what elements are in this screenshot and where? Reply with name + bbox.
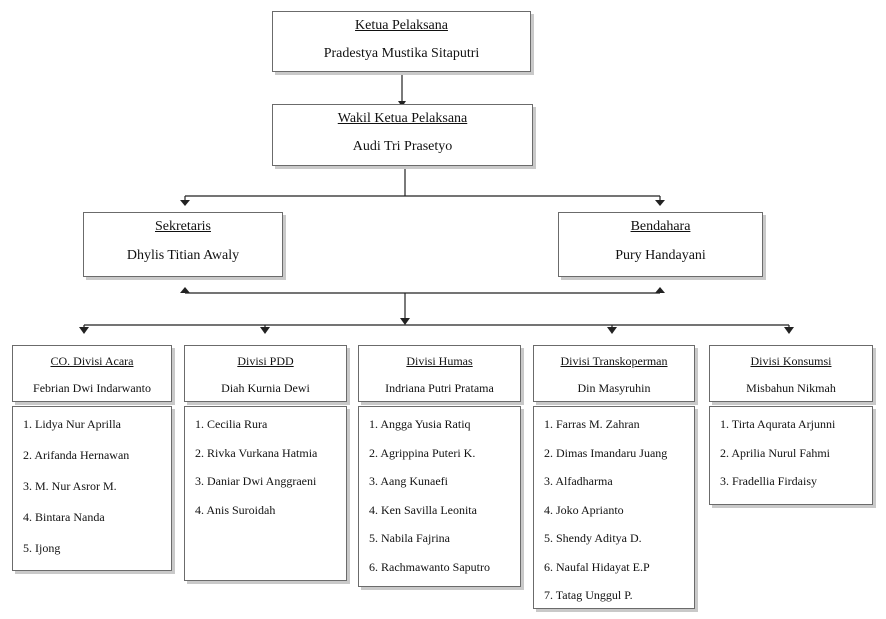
division-konsumsi-members: 1. Tirta Aqurata Arjunni 2. Aprilia Nuru… <box>709 406 873 505</box>
division-pdd-box: Divisi PDD Diah Kurnia Dewi <box>184 345 347 402</box>
division-acara-box: CO. Divisi Acara Febrian Dwi Indarwanto <box>12 345 172 402</box>
member-item: 3. Alfadharma <box>544 474 613 488</box>
member-item: 2. Arifanda Hernawan <box>23 448 130 462</box>
member-item: 2. Aprilia Nurul Fahmi <box>720 446 830 460</box>
arrow-head <box>180 287 190 293</box>
member-item: 1. Angga Yusia Ratiq <box>369 417 471 431</box>
division-title: Divisi PDD <box>237 354 294 368</box>
member-item: 1. Lidya Nur Aprilla <box>23 417 121 431</box>
division-title: Divisi Konsumsi <box>750 354 832 368</box>
ketua-box: Ketua Pelaksana Pradestya Mustika Sitapu… <box>272 11 531 72</box>
member-item: 3. M. Nur Asror M. <box>23 479 117 493</box>
member-item: 5. Ijong <box>23 541 61 555</box>
division-title: Divisi Humas <box>406 354 473 368</box>
sekretaris-name: Dhylis Titian Awaly <box>126 248 240 263</box>
division-acara-members: 1. Lidya Nur Aprilla 2. Arifanda Hernawa… <box>12 406 172 571</box>
division-head: Misbahun Nikmah <box>746 381 836 395</box>
arrow-head <box>79 327 89 334</box>
member-item: 3. Fradellia Firdaisy <box>720 474 817 488</box>
member-item: 4. Joko Aprianto <box>544 503 624 517</box>
arrow-head <box>784 327 794 334</box>
member-item: 6. Naufal Hidayat E.P <box>544 560 650 574</box>
member-item: 4. Bintara Nanda <box>23 510 105 524</box>
member-item: 1. Farras M. Zahran <box>544 417 640 431</box>
wakil-name: Audi Tri Prasetyo <box>352 139 453 154</box>
arrow-head <box>655 200 665 206</box>
division-humas-members: 1. Angga Yusia Ratiq 2. Agrippina Puteri… <box>358 406 521 587</box>
division-head: Febrian Dwi Indarwanto <box>33 381 151 395</box>
member-item: 5. Nabila Fajrina <box>369 531 450 545</box>
division-title: Divisi Transkoperman <box>560 354 668 368</box>
sekretaris-title: Sekretaris <box>155 219 211 234</box>
member-item: 5. Shendy Aditya D. <box>544 531 642 545</box>
member-item: 2. Dimas Imandaru Juang <box>544 446 668 460</box>
member-item: 2. Agrippina Puteri K. <box>369 446 476 460</box>
division-konsumsi-box: Divisi Konsumsi Misbahun Nikmah <box>709 345 873 402</box>
ketua-name: Pradestya Mustika Sitaputri <box>323 46 480 61</box>
member-item: 4. Anis Suroidah <box>195 503 276 517</box>
arrow-head <box>180 200 190 206</box>
wakil-box: Wakil Ketua Pelaksana Audi Tri Prasetyo <box>272 104 533 166</box>
division-humas-box: Divisi Humas Indriana Putri Pratama <box>358 345 521 402</box>
ketua-title: Ketua Pelaksana <box>355 18 448 33</box>
member-item: 4. Ken Savilla Leonita <box>369 503 477 517</box>
division-pdd-members: 1. Cecilia Rura 2. Rivka Vurkana Hatmia … <box>184 406 347 581</box>
division-transkoperman-members: 1. Farras M. Zahran 2. Dimas Imandaru Ju… <box>533 406 695 609</box>
member-item: 1. Cecilia Rura <box>195 417 268 431</box>
division-head: Din Masyruhin <box>577 381 651 395</box>
division-head: Diah Kurnia Dewi <box>221 381 310 395</box>
division-transkoperman-box: Divisi Transkoperman Din Masyruhin <box>533 345 695 402</box>
arrow-head <box>400 318 410 325</box>
division-title: CO. Divisi Acara <box>50 354 134 368</box>
arrow-head <box>260 327 270 334</box>
bendahara-title: Bendahara <box>630 219 691 234</box>
member-item: 3. Daniar Dwi Anggraeni <box>195 474 317 488</box>
arrow-head <box>607 327 617 334</box>
member-item: 7. Tatag Unggul P. <box>544 588 633 602</box>
division-head: Indriana Putri Pratama <box>385 381 494 395</box>
bendahara-box: Bendahara Pury Handayani <box>558 212 763 277</box>
arrow-head <box>655 287 665 293</box>
member-item: 1. Tirta Aqurata Arjunni <box>720 417 836 431</box>
member-item: 2. Rivka Vurkana Hatmia <box>195 446 318 460</box>
member-item: 6. Rachmawanto Saputro <box>369 560 490 574</box>
bendahara-name: Pury Handayani <box>615 248 706 263</box>
member-item: 3. Aang Kunaefi <box>369 474 448 488</box>
wakil-title: Wakil Ketua Pelaksana <box>337 111 468 126</box>
sekretaris-box: Sekretaris Dhylis Titian Awaly <box>83 212 283 277</box>
